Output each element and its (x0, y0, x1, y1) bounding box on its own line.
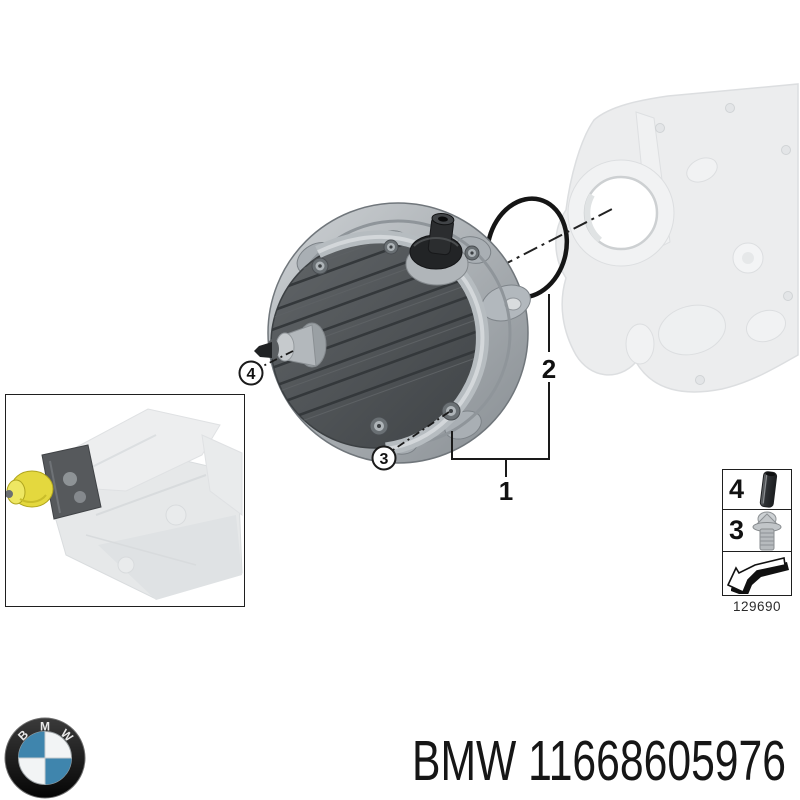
legend-row-direction (723, 552, 791, 594)
legend-pin-number: 4 (729, 474, 745, 504)
roundel-quadrant-tl (18, 731, 45, 758)
callout-4: 4 (238, 350, 294, 386)
roundel-quadrant-br (45, 758, 72, 785)
legend-row-pin: 4 (723, 470, 791, 510)
bmw-roundel-icon: B M W (4, 717, 86, 799)
engine-illustration (5, 408, 243, 600)
vacuum-pump-highlight (5, 470, 54, 508)
cover-ribs (271, 240, 479, 439)
part-title: BMW 11668605976 (412, 729, 786, 793)
fastener-legend: 4 3 (722, 469, 792, 596)
callout-3-number: 3 (380, 451, 389, 468)
vacuum-pump-illustration (254, 202, 531, 464)
legend-row-bolt: 3 (723, 510, 791, 552)
pump-bolts (311, 239, 480, 436)
callout-4-number: 4 (247, 366, 256, 383)
diagram-code: 129690 (732, 599, 782, 614)
callout-bracket: 2 1 (451, 294, 562, 506)
legend-bolt-number: 3 (729, 515, 745, 545)
vacuum-port (405, 212, 469, 286)
callout-3: 3 (371, 411, 450, 471)
shaft-snout (254, 322, 327, 368)
engine-location-thumbnail (5, 394, 245, 607)
roundel-letter-m: M (40, 720, 50, 734)
timing-cover-illustration (555, 83, 799, 393)
alignment-line-oring (473, 206, 617, 281)
callout-2-number: 2 (542, 354, 556, 384)
install-direction-arrow-icon (726, 557, 789, 594)
seal-pin-icon (759, 471, 778, 508)
part-number-text: BMW 11668605976 (412, 729, 786, 793)
flange-bolt-icon (752, 511, 782, 551)
callout-1-number: 1 (499, 476, 513, 506)
